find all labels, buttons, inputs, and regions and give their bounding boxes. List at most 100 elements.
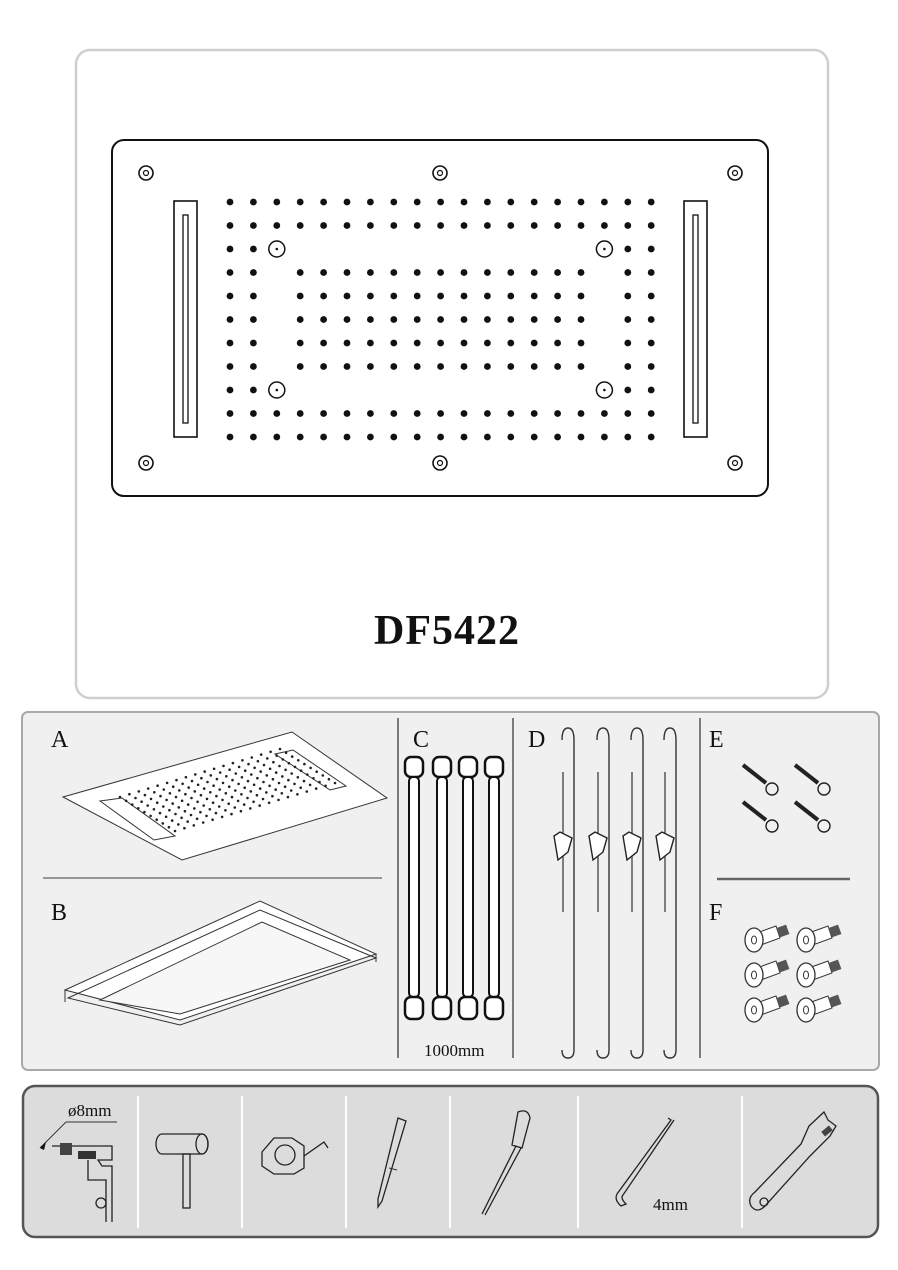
screw-hole (751, 1005, 757, 1015)
nozzle-dot (184, 792, 187, 796)
nozzle-dot (390, 363, 398, 370)
nozzle-dot (320, 410, 327, 417)
nozzle-dot (647, 363, 655, 370)
nozzle-dot (530, 410, 538, 417)
nozzle-dot (246, 796, 249, 800)
nozzle-dot (152, 808, 156, 811)
nozzle-dot (577, 410, 585, 417)
anchor-sleeve (793, 763, 820, 785)
nozzle-dot (296, 316, 304, 323)
nozzle-dot (601, 222, 608, 229)
nozzle-dot (146, 787, 150, 790)
nozzle-dot (171, 785, 175, 788)
nozzle-dot (320, 339, 327, 347)
nozzle-dot (271, 794, 274, 798)
nozzle-dot (259, 753, 263, 756)
nozzle-dot (250, 292, 257, 300)
nozzle-dot (128, 792, 131, 796)
nozzle-dot (240, 793, 243, 796)
hose-nut-icon (457, 755, 479, 779)
nozzle-dot (250, 222, 257, 229)
nozzle-dot (253, 766, 256, 770)
nozzle-dot (269, 750, 272, 754)
nozzle-dot (624, 433, 632, 441)
nozzle-dot (250, 363, 257, 370)
nozzle-dot (320, 269, 327, 276)
nozzle-dot (507, 198, 515, 206)
nozzle-dot (193, 807, 196, 810)
nozzle-dot (184, 775, 188, 779)
nozzle-dot (302, 779, 306, 783)
nozzle-dot (243, 769, 247, 772)
nozzle-dot (437, 222, 444, 229)
nozzle-dot (624, 222, 632, 229)
parts-panel: A B C D E F 1000mm (21, 711, 880, 1071)
right-light-slot (683, 200, 708, 438)
nozzle-dot (460, 363, 468, 370)
nozzle-dot (217, 805, 221, 808)
nozzle-dot (261, 797, 265, 801)
nozzle-dot (268, 767, 272, 771)
nozzle-dot (413, 292, 421, 300)
product-panel: DF5422 (74, 48, 830, 700)
nozzle-dot (256, 759, 260, 763)
shower-head-top-view (111, 139, 769, 497)
nozzle-dot (266, 757, 269, 760)
nozzle-dot (390, 222, 398, 229)
nozzle-dot (153, 791, 156, 794)
nozzle-dot (224, 792, 228, 795)
nozzle-dot (287, 778, 290, 782)
nozzle-dot (647, 410, 655, 417)
nozzle-dot (367, 339, 374, 347)
nozzle-dot (268, 784, 271, 788)
nozzle-dot (274, 771, 278, 774)
hanger-rod (630, 727, 644, 1059)
nozzle-dot (390, 433, 398, 441)
screw-hole (751, 970, 757, 980)
nozzle-dot (320, 222, 327, 229)
nozzle-dot (390, 269, 398, 276)
nozzle-dot (343, 339, 351, 347)
nozzle-dot (367, 316, 374, 323)
nozzle-dot (250, 269, 257, 276)
nozzle-dot (201, 821, 205, 824)
nozzle-dot (343, 316, 351, 323)
nozzle-dot (228, 768, 231, 771)
nozzle-dot (413, 410, 421, 417)
nozzle-dot (460, 269, 468, 276)
part-label-f: F (709, 900, 722, 926)
nozzle-dot (367, 269, 374, 276)
nozzle-dot (226, 410, 234, 417)
nozzle-dot (124, 799, 128, 803)
nozzle-dot (314, 787, 318, 790)
nozzle-dot (200, 776, 203, 780)
nozzle-dot (231, 761, 235, 765)
screw-thread (828, 924, 842, 938)
nozzle-dot (273, 433, 281, 441)
nozzle-dot (367, 433, 374, 441)
screw-hole-icon (727, 165, 743, 181)
nozzle-dot (437, 316, 444, 323)
nozzle-dot (647, 269, 655, 276)
nozzle-dot (174, 812, 177, 816)
expansion-hooks-icon (741, 763, 831, 833)
nozzle-dot (460, 339, 468, 347)
nozzle-dot (647, 433, 655, 441)
nozzle-dot (239, 809, 243, 813)
nozzle-dot (647, 292, 655, 300)
nozzle-dot (320, 363, 327, 370)
nozzle-dot (265, 774, 269, 777)
nozzle-dot (267, 801, 271, 805)
nozzle-dot (214, 811, 218, 815)
nozzle-dot (252, 800, 255, 804)
nozzle-dot (306, 773, 309, 776)
nozzle-dot (221, 781, 225, 785)
nozzle-dot (215, 777, 219, 781)
hanger-clip-icon (588, 831, 608, 862)
nozzle-dot (258, 787, 262, 790)
nozzle-dot (278, 764, 281, 768)
nozzle-dot (296, 776, 300, 779)
screw-center-icon (142, 169, 150, 177)
nozzle-dot (226, 198, 234, 206)
